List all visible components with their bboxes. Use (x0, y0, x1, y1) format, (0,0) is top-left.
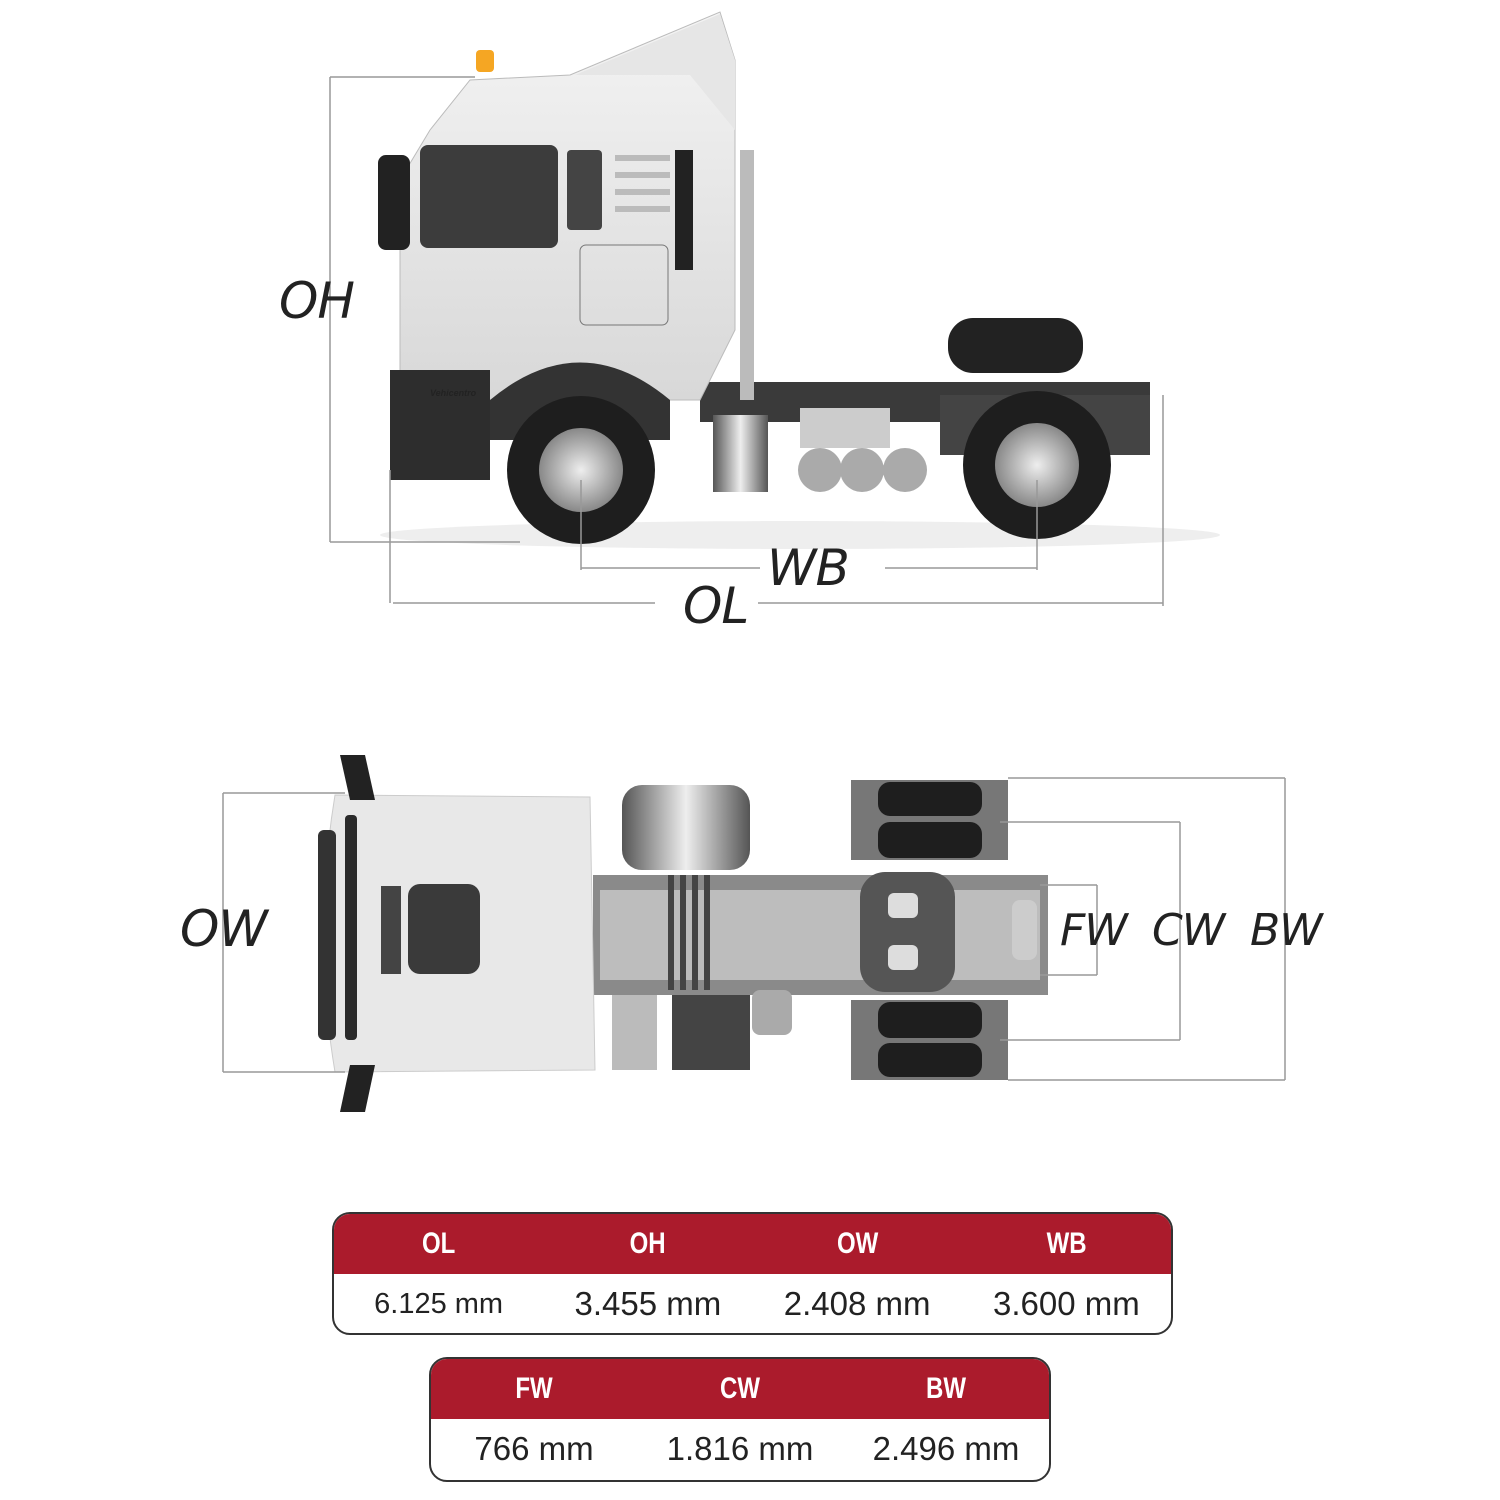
header-wb: WB (1046, 1227, 1087, 1260)
ol-label: OL (683, 577, 749, 635)
value-ow: 2.408 mm (783, 1285, 931, 1322)
truck-top-view (222, 755, 1286, 1112)
header-fw: FW (515, 1372, 553, 1405)
wb-label: WB (767, 539, 850, 597)
header-ow: OW (836, 1227, 878, 1260)
value-cw: 1.816 mm (666, 1430, 814, 1467)
value-oh: 3.455 mm (574, 1285, 722, 1322)
top-dimension-lines (222, 777, 1286, 1081)
svg-text:Vehicentro: Vehicentro (430, 388, 477, 398)
value-ol: 6.125 mm (374, 1287, 504, 1320)
header-cw: CW (720, 1372, 760, 1405)
truck-side-view: Vehicentro (329, 11, 1220, 606)
oh-label: OH (279, 272, 355, 330)
value-wb: 3.600 mm (993, 1285, 1140, 1322)
ow-label: OW (180, 900, 268, 958)
header-bw: BW (926, 1372, 966, 1405)
cw-label: CW (1152, 905, 1225, 956)
header-ol: OL (421, 1227, 456, 1260)
side-dimension-lines (329, 76, 1164, 606)
bw-label: BW (1250, 905, 1323, 956)
spec-table-header: OL OH OW WB (334, 1214, 1171, 1274)
value-fw: 766 mm (474, 1430, 594, 1467)
spec-table-widths: FW CW BW 766 mm 1.816 mm 2.496 mm (429, 1357, 1051, 1482)
spec-table-header: FW CW BW (431, 1359, 1049, 1419)
spec-table-values: 6.125 mm 3.455 mm 2.408 mm 3.600 mm (334, 1274, 1171, 1333)
fw-label: FW (1060, 905, 1128, 956)
spec-table-main: OL OH OW WB 6.125 mm 3.455 mm 2.408 mm 3… (332, 1212, 1173, 1335)
spec-table-values: 766 mm 1.816 mm 2.496 mm (431, 1419, 1049, 1479)
value-bw: 2.496 mm (872, 1430, 1020, 1467)
header-oh: OH (629, 1227, 666, 1260)
